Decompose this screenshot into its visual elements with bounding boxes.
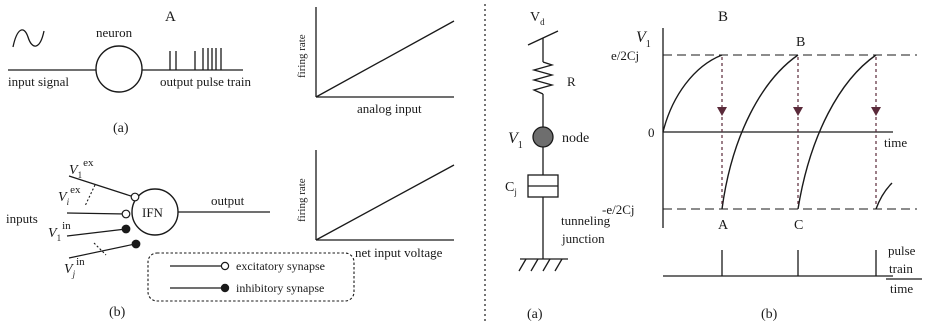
subfigure-a-label-right: (a) (527, 307, 543, 322)
graph1-y-label: firing rate (296, 34, 308, 78)
graph1-line (315, 20, 455, 98)
graph2-y-label: firing rate (296, 178, 308, 222)
synapse-line-vjin (68, 243, 136, 259)
panel-label-A: A (165, 9, 176, 25)
point-B-label: B (796, 35, 805, 50)
input-signal-label: input signal (8, 74, 69, 89)
output-pulse-spikes (169, 48, 222, 70)
time-axis-label: time (884, 135, 907, 150)
junction-label: junction (561, 231, 605, 246)
dots-in (93, 242, 107, 256)
plus-level-label: e/2Cj (611, 48, 639, 63)
neuron-label: neuron (96, 25, 133, 40)
synapse-line-viex (66, 212, 127, 215)
resistor-label: R (567, 74, 576, 89)
node-label: node (562, 131, 589, 146)
subfigure-a-label: (a) (113, 121, 129, 136)
resistor-R (531, 61, 555, 95)
pulse-label: pulse (888, 243, 916, 258)
node-dot (532, 126, 554, 148)
legend-excitatory-marker (220, 261, 230, 271)
v1-node-label: V1 (508, 130, 523, 151)
vd-label: Vd (530, 10, 545, 27)
legend-excitatory-label: excitatory synapse (236, 259, 325, 273)
point-C-label: C (794, 218, 803, 233)
dots-ex (84, 184, 96, 207)
subfigure-b-label: (b) (109, 305, 126, 320)
ifn-label: IFN (142, 205, 164, 220)
excitatory-synapse-i (121, 209, 131, 219)
inputs-label: inputs (6, 211, 38, 226)
viex-label: Viex (58, 184, 81, 207)
point-A-label: A (718, 218, 729, 233)
output-pulse-train-label: output pulse train (160, 74, 251, 89)
zero-label: 0 (648, 125, 655, 140)
neuron-circle (95, 45, 143, 93)
subfigure-b-label-right: (b) (761, 307, 778, 322)
arrowheads (717, 107, 881, 116)
inhibitory-synapse-1 (121, 224, 131, 234)
synapse-line-v1in (66, 228, 127, 237)
tunneling-label: tunneling (561, 213, 611, 228)
synapse-line-v1ex (68, 175, 135, 198)
vjin-label: Vjin (64, 256, 85, 279)
train-label: train (889, 261, 913, 276)
cj-label: Cj (505, 180, 517, 197)
v1in-label: V1in (48, 220, 71, 243)
synapse-legend-box (147, 252, 355, 302)
sine-wave-icon (12, 29, 45, 48)
panel-label-B: B (718, 9, 728, 25)
tunneling-drop-arrows (721, 57, 877, 207)
inhibitory-synapse-j (131, 239, 141, 249)
plot-v1-label: V1 (636, 29, 651, 50)
graph2-line (315, 164, 455, 241)
legend-inhibitory-marker (220, 283, 230, 293)
legend-inhibitory-label: inhibitory synapse (236, 281, 324, 295)
pulse-time-label: time (890, 281, 913, 296)
graph1-x-label: analog input (357, 101, 422, 116)
charging-curves (662, 54, 893, 210)
ground-symbol (518, 258, 568, 272)
excitatory-synapse-1 (130, 192, 140, 202)
output-label: output (211, 193, 245, 208)
graph2-x-label: net input voltage (355, 245, 443, 260)
pulse-train-spikes (721, 250, 877, 276)
v1ex-label: V1ex (69, 157, 94, 180)
minus-level-label: -e/2Cj (602, 202, 635, 217)
